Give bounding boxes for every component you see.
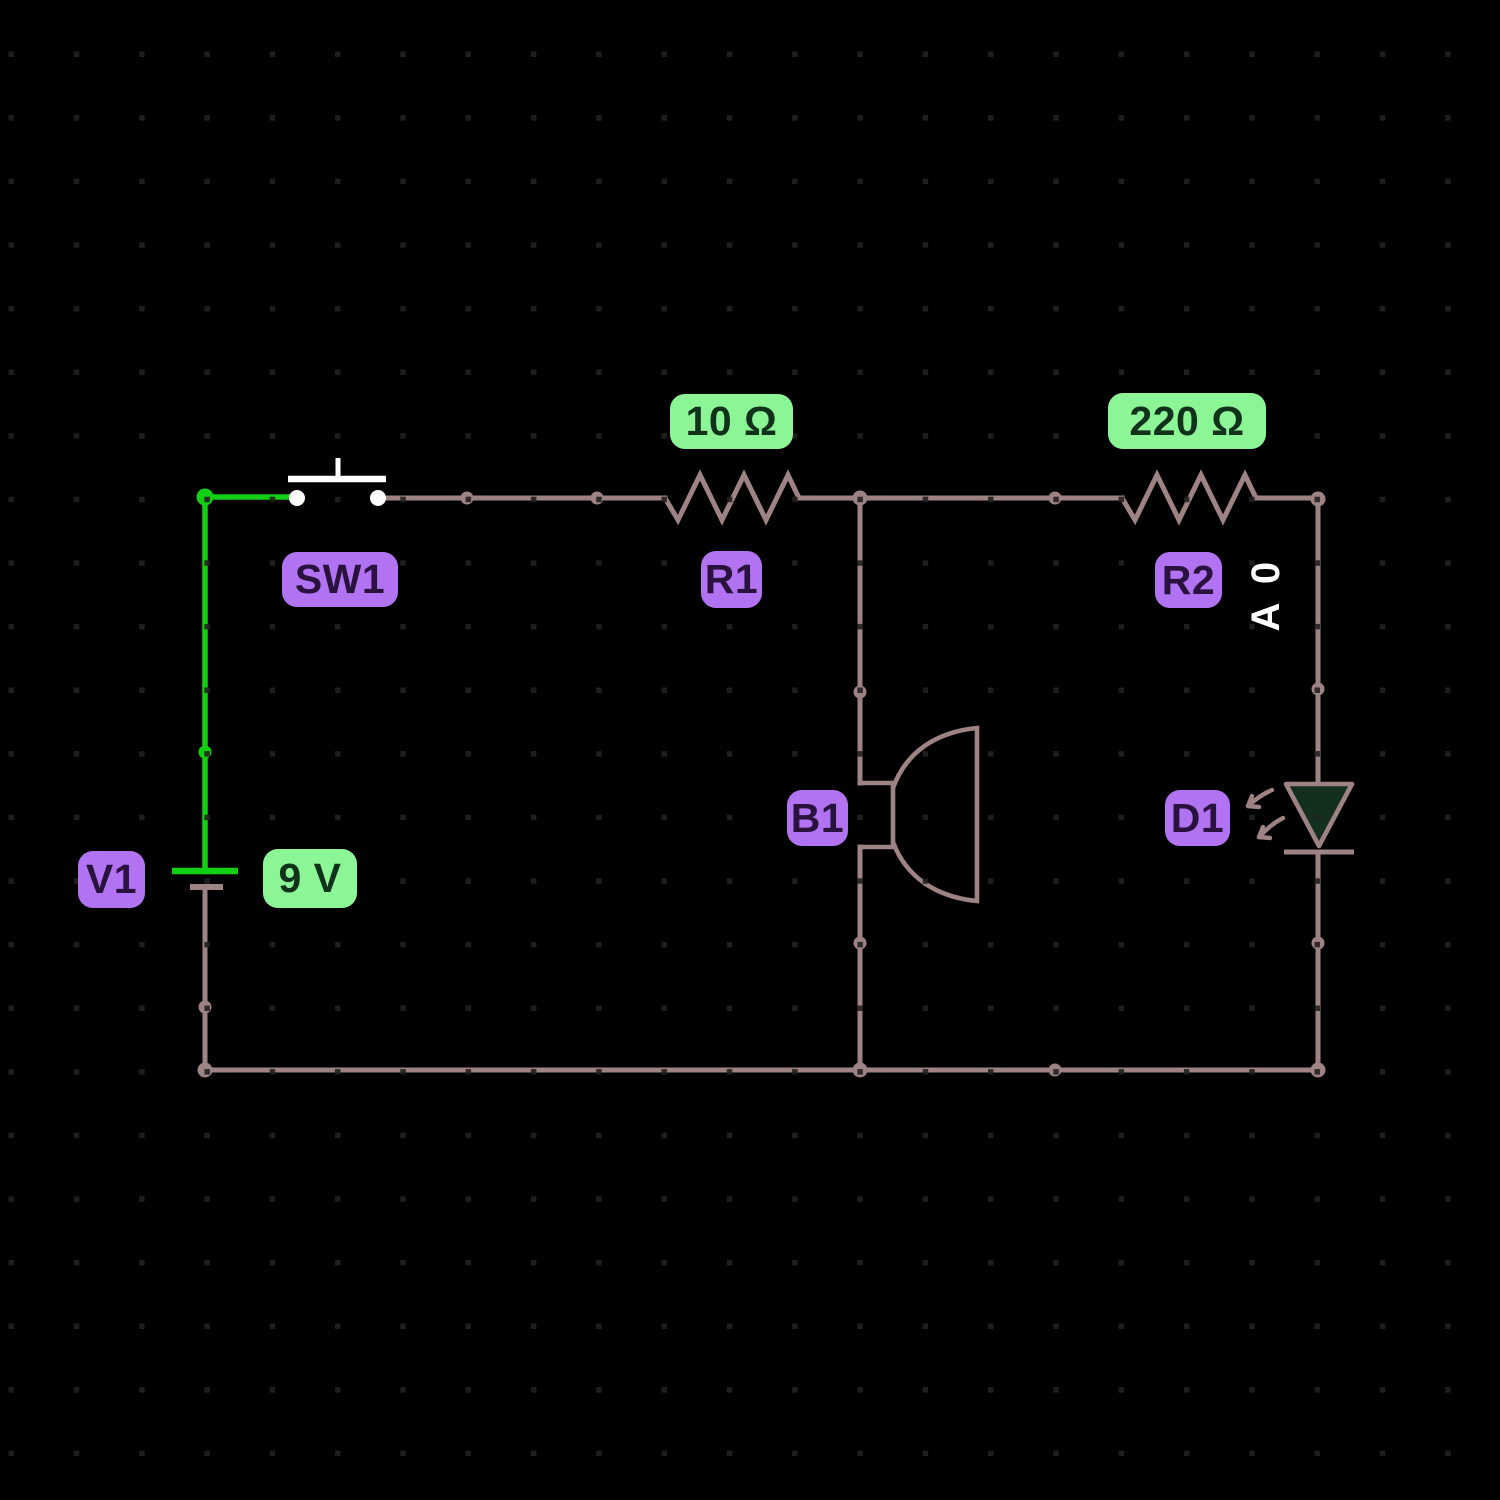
label-badge-sw1[interactable]: SW1: [282, 552, 398, 607]
current-reading-unit: A: [1244, 602, 1288, 632]
label-badge-d1[interactable]: D1: [1165, 790, 1230, 846]
label-badge-r1[interactable]: R1: [701, 551, 762, 608]
resistor-symbol-r1[interactable]: [662, 469, 802, 526]
resistor-zigzag-icon: [1119, 469, 1259, 526]
battery-symbol-v1[interactable]: [172, 867, 238, 890]
speaker-cone-icon: [890, 725, 980, 904]
led-light-arrows-icon: [1245, 787, 1286, 841]
current-reading-d1: 0 A: [1242, 551, 1290, 639]
value-badge-r1[interactable]: 10 Ω: [670, 394, 793, 449]
resistor-symbol-r2[interactable]: [1119, 469, 1259, 526]
buzzer-symbol-b1[interactable]: [860, 725, 980, 904]
led-symbol-d1[interactable]: [1245, 781, 1355, 855]
led-triangle-icon: [1283, 781, 1355, 849]
resistor-zigzag-icon: [662, 469, 802, 526]
label-badge-r2[interactable]: R2: [1155, 552, 1222, 608]
switch-terminal-right: [370, 490, 386, 506]
value-badge-r2[interactable]: 220 Ω: [1108, 393, 1266, 449]
active-wires[interactable]: [202, 494, 293, 872]
current-reading-value: 0: [1244, 561, 1288, 585]
value-badge-v1[interactable]: 9 V: [263, 849, 357, 908]
switch-symbol-sw1[interactable]: [288, 458, 386, 506]
label-badge-b1[interactable]: B1: [787, 790, 848, 846]
switch-terminal-left: [289, 490, 305, 506]
label-badge-v1[interactable]: V1: [78, 851, 145, 908]
